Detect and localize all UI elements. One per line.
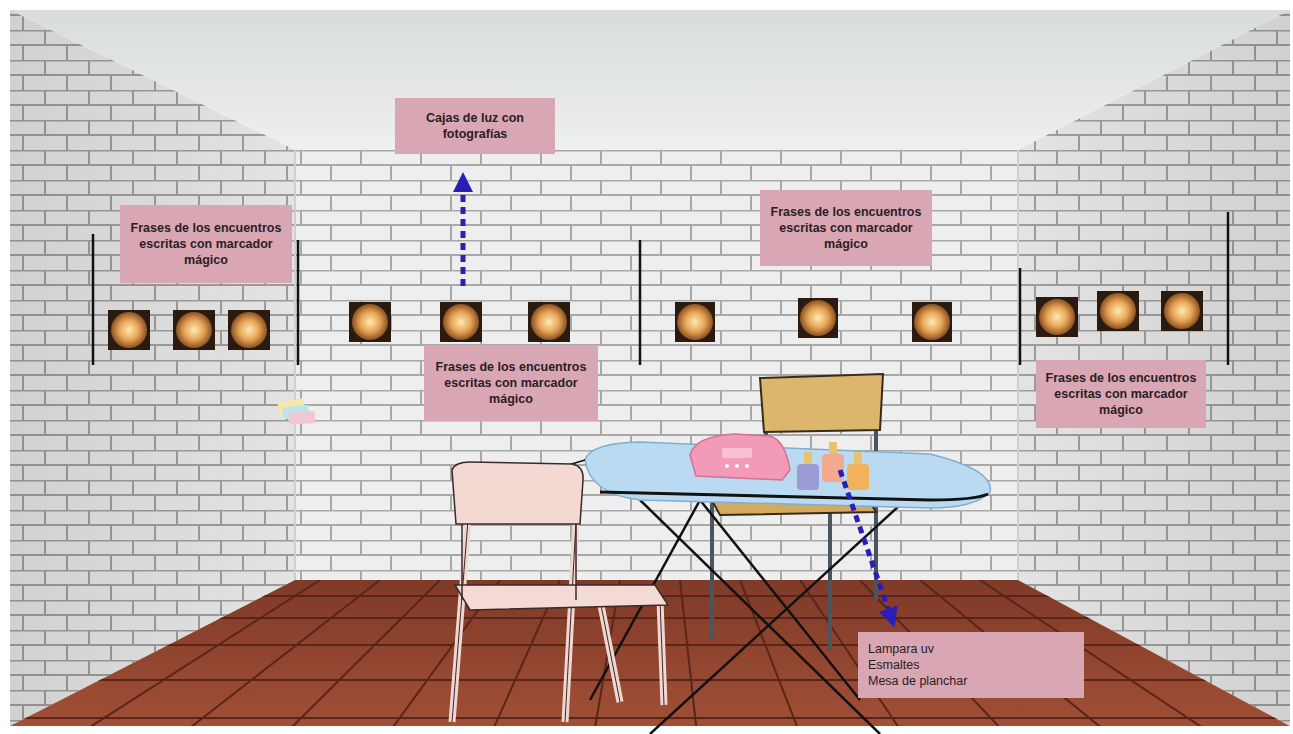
divider-line: [1019, 268, 1022, 365]
photo-glow: [531, 304, 567, 340]
label-box: Cajas de luz con fotografías: [395, 98, 555, 154]
grout-line: [0, 617, 1293, 619]
lamp-button: [745, 464, 749, 468]
polish-bottle: [797, 464, 819, 490]
label-box: Frases de los encuentros escritas con ma…: [424, 345, 598, 421]
label-text: Frases de los encuentros escritas con ma…: [767, 204, 925, 252]
sticky-note: [289, 411, 316, 425]
nail-polishes: [797, 442, 869, 490]
divider-line: [639, 240, 642, 365]
tile-floor: [10, 580, 1290, 726]
chair-leg: [565, 522, 576, 722]
chair-post: [461, 524, 463, 600]
photo-glow: [352, 304, 388, 340]
polish-cap: [854, 452, 862, 464]
chair-leg: [452, 520, 468, 722]
uv-lamp: [690, 434, 790, 480]
label-box: Frases de los encuentros escritas con ma…: [760, 190, 932, 266]
light-box: [173, 310, 215, 350]
divider-lines: [93, 212, 1228, 365]
corner-edge: [294, 150, 296, 580]
board-leg: [640, 500, 880, 734]
light-box: [228, 310, 270, 350]
board-edge: [600, 492, 988, 500]
label-text: Frases de los encuentros escritas con ma…: [431, 359, 591, 407]
leader-arrow: [461, 180, 466, 286]
light-box: [440, 302, 482, 342]
polish-cap: [804, 452, 812, 464]
photo-glow: [800, 300, 836, 336]
chair-post: [575, 524, 577, 600]
lamp-button: [735, 464, 739, 468]
polish-bottle: [847, 464, 869, 490]
chair-leg: [828, 500, 832, 650]
lamp-body: [690, 434, 790, 480]
light-box: [528, 302, 570, 342]
polish-cap: [829, 442, 837, 454]
label-box: Frases de los encuentros escritas con ma…: [1036, 360, 1206, 428]
light-box: [108, 310, 150, 350]
label-text: Frases de los encuentros escritas con ma…: [127, 220, 285, 268]
label-text: Esmaltes: [868, 657, 919, 673]
grout-line: [79, 580, 320, 734]
floor-grout: [0, 580, 1293, 734]
light-box: [675, 302, 715, 342]
chair-leg-outline: [660, 600, 664, 705]
photo-glow: [176, 312, 212, 348]
photo-glow: [677, 304, 713, 340]
label-text: Cajas de luz con fotografías: [402, 110, 548, 142]
photo-glow: [443, 304, 479, 340]
grout-line: [680, 580, 697, 734]
wooden-chair: [706, 374, 883, 650]
light-box: [349, 302, 391, 342]
label-text: Lampara uv: [868, 641, 934, 657]
sticky-notes: [277, 398, 315, 425]
divider-line: [92, 234, 95, 365]
lamp-button: [725, 464, 729, 468]
photo-glow: [231, 312, 267, 348]
board-leg: [700, 500, 860, 700]
photo-glow: [914, 304, 950, 340]
photo-glow: [111, 312, 147, 348]
light-box: [1161, 291, 1203, 331]
light-box: [1097, 291, 1139, 331]
light-box: [1036, 297, 1078, 337]
photo-glow: [1100, 293, 1136, 329]
polish-bottle: [822, 454, 844, 482]
photo-glow: [1164, 293, 1200, 329]
grout-line: [182, 580, 380, 734]
label-box: Frases de los encuentros escritas con ma…: [120, 205, 292, 283]
board-top: [585, 442, 990, 508]
pink-chair: [452, 462, 668, 722]
divider-line: [297, 240, 300, 365]
divider-line: [1227, 212, 1230, 365]
chair-leg: [660, 600, 664, 705]
grout-line: [285, 580, 440, 734]
leader-arrow: [840, 470, 892, 620]
chair-leg-outline: [565, 522, 576, 722]
grout-line: [740, 580, 800, 734]
grout-line: [0, 717, 1293, 719]
label-box: Lampara uvEsmaltesMesa de planchar: [858, 632, 1084, 698]
light-boxes: [108, 291, 1203, 350]
grout-line: [0, 644, 1293, 646]
chair-leg: [600, 600, 620, 702]
chair-leg-outline: [600, 600, 620, 702]
light-box: [912, 302, 952, 342]
label-text: Frases de los encuentros escritas con ma…: [1043, 370, 1199, 418]
photo-glow: [1039, 299, 1075, 335]
chair-leg-outline: [452, 520, 468, 722]
label-text: Mesa de planchar: [868, 673, 967, 689]
corner-edge: [1017, 150, 1019, 580]
chair-back: [760, 374, 883, 432]
lamp-panel: [722, 448, 752, 458]
chair-seat: [455, 585, 668, 610]
grout-line: [0, 679, 1293, 681]
chair-back: [452, 462, 583, 524]
light-box: [798, 298, 838, 338]
